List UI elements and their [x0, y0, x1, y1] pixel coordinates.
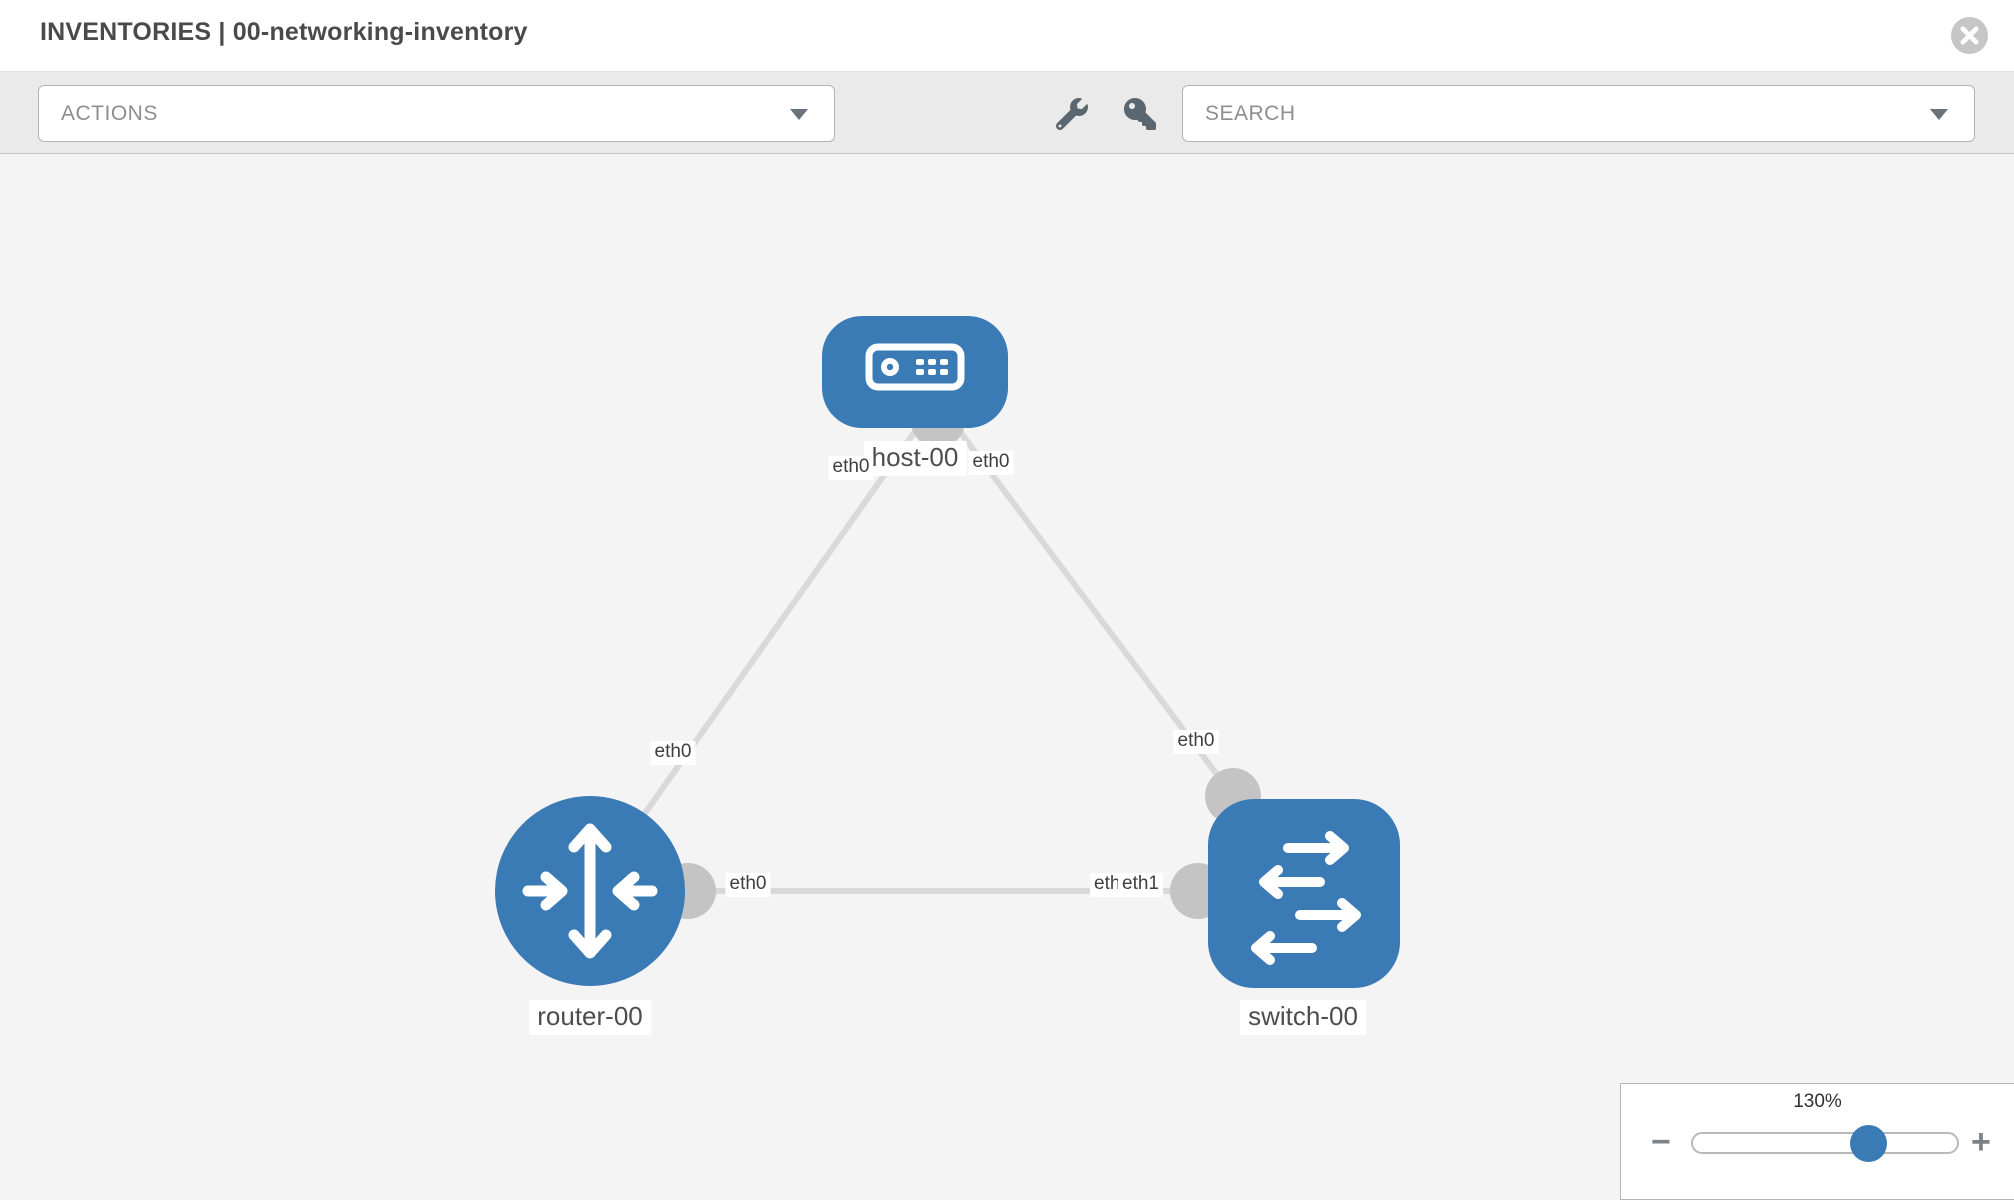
wrench-icon	[1056, 98, 1088, 130]
node-switch-00[interactable]	[1208, 799, 1400, 988]
router-icon	[522, 823, 658, 959]
zoom-slider-thumb[interactable]	[1850, 1125, 1887, 1162]
credentials-button[interactable]	[1122, 96, 1158, 132]
if-label-host-eth0-left: eth0	[828, 456, 874, 480]
if-label-switch-eth1: eth1	[1118, 873, 1163, 897]
tools-button[interactable]	[1054, 96, 1090, 132]
zoom-out-button[interactable]: −	[1651, 1123, 1671, 1161]
node-router-00[interactable]	[495, 796, 685, 986]
toolbar: ACTIONS SEARCH	[0, 72, 2014, 154]
node-label-switch: switch-00	[1240, 1000, 1366, 1035]
zoom-level: 130%	[1793, 1091, 1842, 1112]
if-label-switch-eth0: eth0	[1173, 730, 1219, 754]
search-dropdown[interactable]: SEARCH	[1182, 85, 1975, 142]
node-host-00[interactable]	[822, 316, 1008, 428]
if-label-router-host-eth0: eth0	[650, 741, 696, 765]
close-button[interactable]	[1951, 17, 1988, 54]
header: INVENTORIES | 00-networking-inventory	[0, 0, 2014, 72]
if-label-router-eth0: eth0	[725, 873, 771, 897]
key-icon	[1124, 98, 1156, 130]
node-label-host: host-00	[863, 441, 967, 476]
zoom-panel: 130% − +	[1620, 1083, 2014, 1200]
chevron-down-icon	[790, 108, 808, 120]
zoom-in-button[interactable]: +	[1971, 1123, 1991, 1161]
chevron-down-icon	[1930, 108, 1948, 120]
node-label-router: router-00	[529, 1000, 651, 1035]
actions-dropdown-label: ACTIONS	[61, 101, 158, 125]
host-icon	[865, 343, 965, 391]
link-router-host[interactable]	[587, 411, 931, 893]
zoom-slider[interactable]	[1691, 1125, 1959, 1162]
close-icon	[1960, 26, 1979, 45]
page-title: INVENTORIES | 00-networking-inventory	[40, 18, 528, 46]
switch-icon	[1251, 831, 1361, 965]
actions-dropdown[interactable]: ACTIONS	[38, 85, 835, 142]
if-label-host-eth0-right: eth0	[968, 451, 1014, 475]
topology-canvas[interactable]: host-00 router-00 switch-00 eth0 eth0 et…	[0, 155, 2014, 1200]
links-layer	[587, 411, 1236, 894]
search-placeholder: SEARCH	[1205, 101, 1296, 125]
